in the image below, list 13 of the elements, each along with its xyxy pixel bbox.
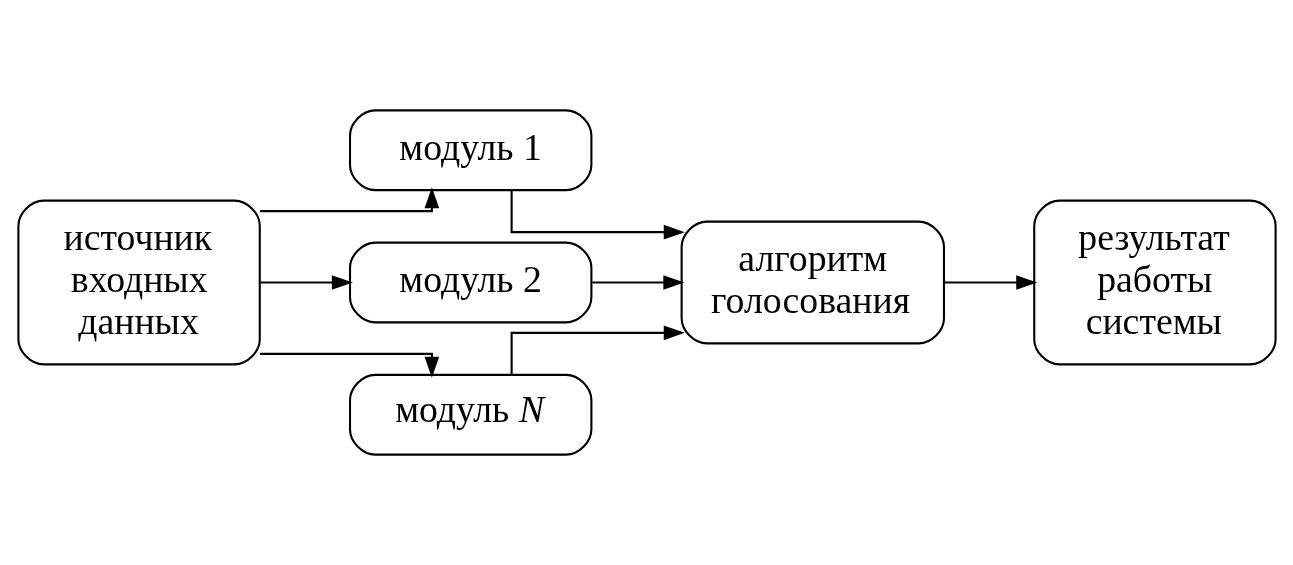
node-box: результат работы системы — [1032, 199, 1277, 366]
node-box: модуль 1 — [348, 109, 592, 192]
arrow — [260, 275, 353, 290]
arrow — [943, 275, 1037, 290]
node-box: модуль 2 — [348, 241, 592, 324]
arrow — [259, 352, 439, 378]
arrow — [259, 187, 439, 213]
arrow — [510, 325, 685, 375]
arrow — [591, 275, 684, 290]
arrow — [510, 190, 685, 240]
node-box: источник входных данных — [16, 199, 261, 366]
node-box: алгоритм голосования — [680, 220, 945, 345]
node-box: модуль N — [348, 373, 592, 456]
